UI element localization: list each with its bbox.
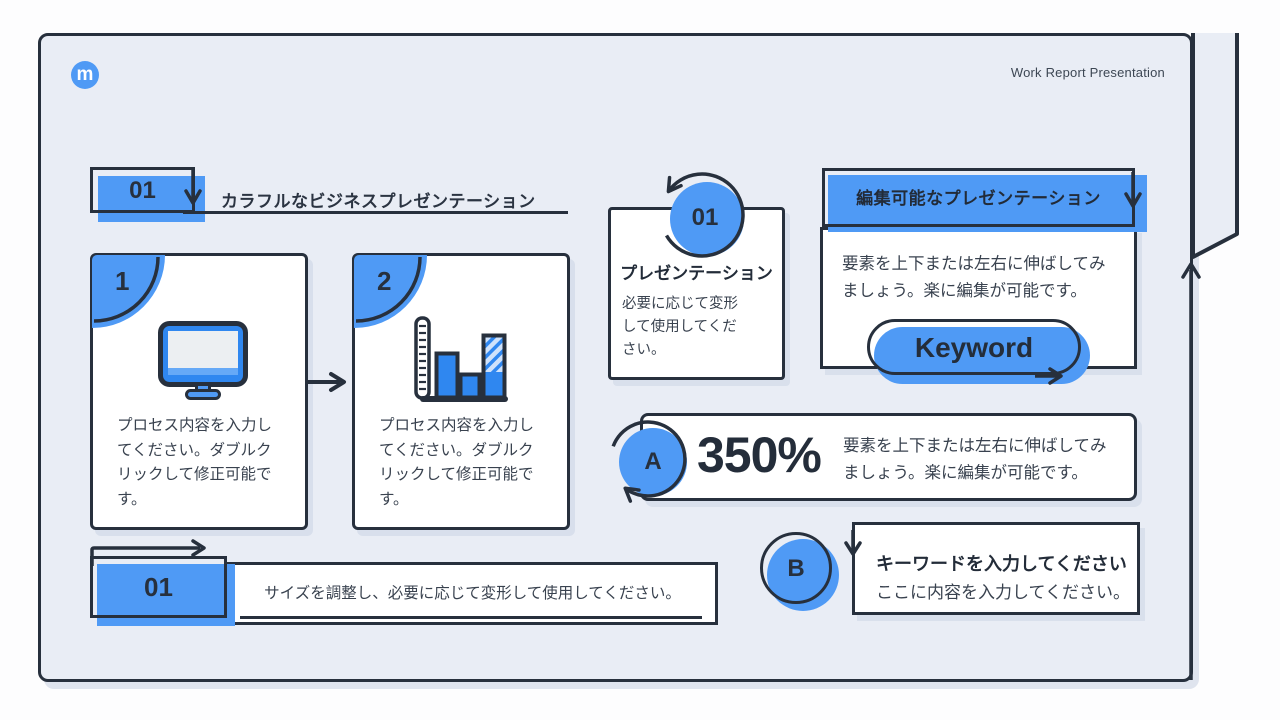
bar-chart-icon xyxy=(414,316,508,402)
corner-arc xyxy=(93,256,160,323)
process-step-1[interactable]: 1 プロセス内容を入力してください。ダブルクリックして修正可能です。 xyxy=(90,253,308,530)
rotation-badge xyxy=(664,172,745,258)
section-number: 01 xyxy=(129,177,156,204)
note-badge[interactable]: B xyxy=(760,532,832,604)
step-card-title[interactable]: プレゼンテーション xyxy=(620,264,773,283)
note-body[interactable]: ここに内容を入力してください。 xyxy=(876,583,1130,602)
section-down-arrow-icon xyxy=(184,169,202,205)
step-card-number: 01 xyxy=(691,204,719,231)
section-title-underline xyxy=(183,211,568,214)
edit-header-label: 編集可能なプレゼンテーション xyxy=(856,189,1101,208)
header-caption: Work Report Presentation xyxy=(1010,65,1165,80)
corner-fan xyxy=(354,255,504,405)
section-badge-fill xyxy=(98,176,205,222)
section-title[interactable]: カラフルなビジネスプレゼンテーション xyxy=(221,192,536,211)
step-description[interactable]: プロセス内容を入力してください。ダブルクリックして修正可能です。 xyxy=(117,417,273,508)
keyword-pill-label: Keyword xyxy=(914,332,1034,363)
stat-text[interactable]: 要素を上下または左右に伸ばしてみましょう。楽に編集が可能です。 xyxy=(843,437,1107,482)
step-description[interactable]: プロセス内容を入力してください。ダブルクリックして修正可能です。 xyxy=(379,417,535,508)
footer-note-text: サイズを調整し、必要に応じて変形して使用してください。 xyxy=(264,585,681,602)
stat-value[interactable]: 350% xyxy=(697,427,822,483)
footer-note-underline xyxy=(240,616,702,619)
logo-letter: m xyxy=(76,64,94,85)
footer-badge[interactable]: 01 xyxy=(90,556,227,618)
edit-down-arrow-icon xyxy=(1124,172,1142,208)
process-step-2[interactable]: 2 プロセス内容を入力してください。ダブルクリックして修正可能です。 xyxy=(352,253,570,530)
up-arrow-icon xyxy=(1181,262,1201,680)
flow-arrow-icon xyxy=(308,372,346,392)
edit-header-fill xyxy=(828,175,1147,232)
note-card[interactable] xyxy=(852,522,1140,615)
bookmark-ribbon xyxy=(1191,33,1239,259)
keyword-pill[interactable]: Keyword xyxy=(867,319,1081,375)
stat-card[interactable] xyxy=(640,413,1137,501)
note-badge-label: B xyxy=(787,555,805,582)
step-number: 1 xyxy=(115,266,130,296)
edit-header[interactable]: 編集可能なプレゼンテーション xyxy=(822,168,1135,227)
keyword-arrow-icon xyxy=(1035,367,1063,385)
note-title[interactable]: キーワードを入力してください xyxy=(876,554,1127,574)
corner-arc xyxy=(355,256,422,323)
edit-card-text[interactable]: 要素を上下または左右に伸ばしてみましょう。楽に編集が可能です。 xyxy=(842,255,1106,300)
corner-fan xyxy=(92,255,242,405)
footer-note-box[interactable]: サイズを調整し、必要に応じて変形して使用してください。 xyxy=(227,562,718,625)
footer-badge-number: 01 xyxy=(144,572,173,602)
monitor-icon xyxy=(158,321,248,400)
stat-badge: A xyxy=(644,448,662,475)
step-card-body[interactable]: 必要に応じて変形して使用してください。 xyxy=(622,296,738,358)
logo: m xyxy=(71,61,99,89)
footer-arrow-icon xyxy=(90,539,206,566)
stat-rotation-badge xyxy=(611,420,687,503)
note-down-arrow-icon xyxy=(844,530,862,556)
step-number: 2 xyxy=(377,266,392,296)
